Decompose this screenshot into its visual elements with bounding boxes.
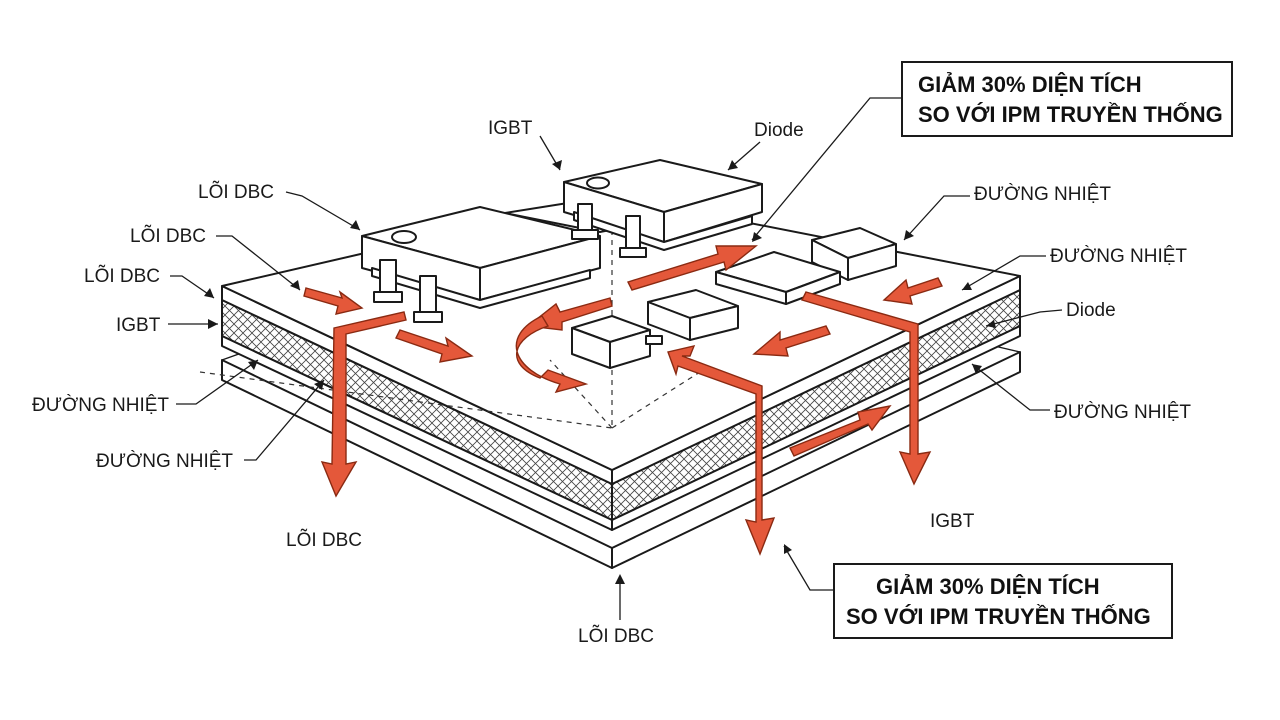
diode-module-top — [563, 159, 763, 258]
small-component-right-top — [811, 227, 897, 281]
label-diode-right: Diode — [1066, 300, 1116, 321]
label-loi-dbc-3: LÕI DBC — [84, 265, 160, 287]
leader-lines — [168, 97, 1063, 620]
label-diode-top: Diode — [754, 120, 804, 141]
heat-arrows — [303, 245, 943, 556]
heat-arrow — [627, 245, 758, 291]
heat-arrow — [395, 329, 474, 363]
label-loi-dbc-bottom-center: LÕI DBC — [578, 625, 654, 647]
flat-module-center-right — [715, 251, 841, 305]
label-loi-dbc-bottom-left: LÕI DBC — [286, 529, 362, 551]
callout-top-line1: GIẢM 30% DIỆN TÍCH — [918, 72, 1142, 97]
label-loi-dbc-1: LÕI DBC — [198, 181, 274, 203]
labels: IGBT Diode LÕI DBC LÕI DBC LÕI DBC IGBT … — [32, 118, 1191, 647]
callout-top-line2: SO VỚI IPM TRUYỀN THỐNG — [918, 101, 1223, 127]
label-igbt-left: IGBT — [116, 315, 161, 336]
small-package-front — [571, 315, 663, 369]
label-loi-dbc-2: LÕI DBC — [130, 225, 206, 247]
label-duong-nhiet-left-1: ĐƯỜNG NHIỆT — [32, 394, 169, 416]
label-duong-nhiet-right-3: ĐƯỜNG NHIỆT — [1054, 401, 1191, 423]
callout-bottom-line1: GIẢM 30% DIỆN TÍCH — [876, 574, 1100, 599]
label-igbt-right: IGBT — [930, 511, 975, 532]
heat-arrow — [752, 325, 831, 357]
small-block-center — [647, 289, 739, 341]
callout-top-box — [901, 61, 1233, 137]
label-igbt-top: IGBT — [488, 118, 533, 139]
label-duong-nhiet-left-2: ĐƯỜNG NHIỆT — [96, 450, 233, 472]
heat-arrow — [303, 287, 364, 315]
heat-arrow — [882, 277, 943, 305]
heat-arrow — [320, 311, 407, 498]
heat-arrow — [801, 291, 932, 486]
heat-arrow — [789, 404, 892, 457]
callout-bottom-box — [833, 563, 1173, 639]
callout-bottom-line2: SO VỚI IPM TRUYỀN THỐNG — [846, 603, 1151, 629]
heat-arrow — [515, 315, 589, 394]
heat-arrow — [667, 345, 776, 556]
label-duong-nhiet-right-2: ĐƯỜNG NHIỆT — [1050, 245, 1187, 267]
label-duong-nhiet-right-1: ĐƯỜNG NHIỆT — [974, 183, 1111, 205]
callout-bottom: GIẢM 30% DIỆN TÍCH SO VỚI IPM TRUYỀN THỐ… — [833, 563, 1173, 639]
heat-arrow — [526, 297, 613, 331]
guide-lines — [199, 200, 701, 429]
callout-top: GIẢM 30% DIỆN TÍCH SO VỚI IPM TRUYỀN THỐ… — [901, 61, 1233, 137]
igbt-module-left — [361, 206, 601, 323]
